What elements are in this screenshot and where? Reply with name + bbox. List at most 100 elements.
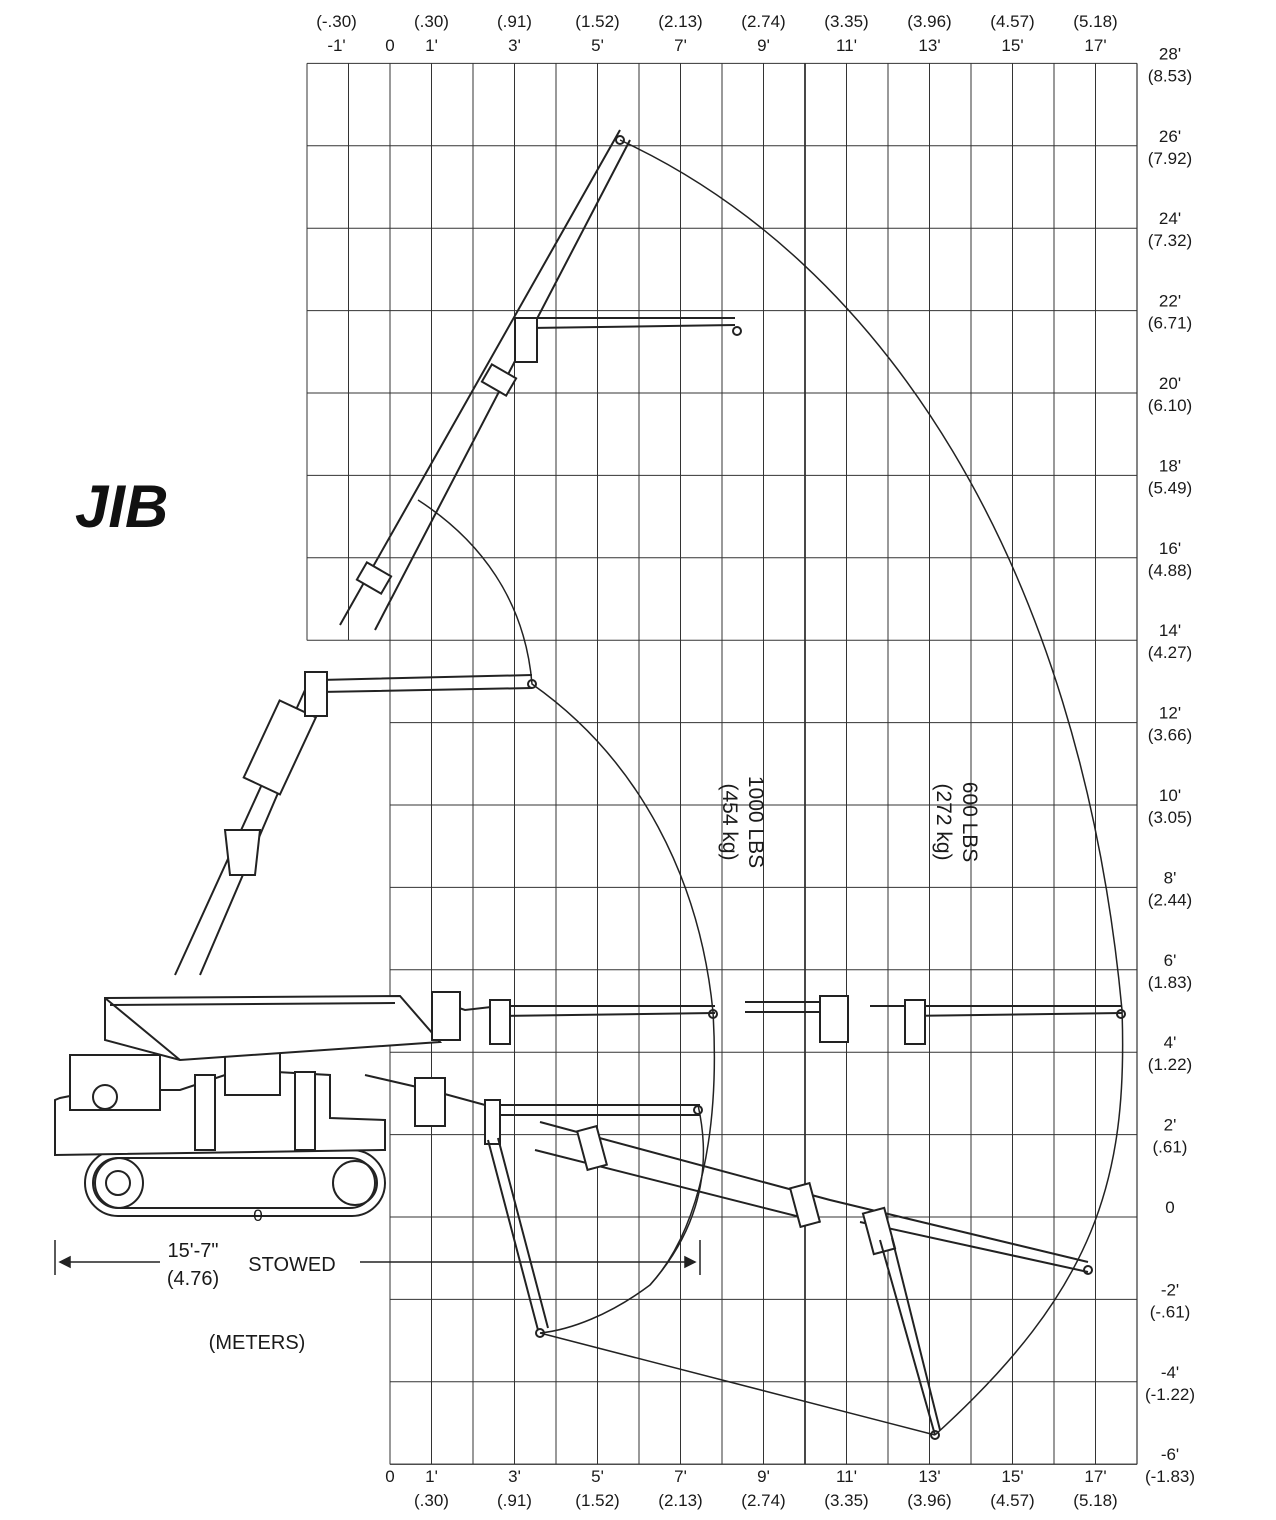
axis-bottom-ft-label: 1' (425, 1467, 438, 1486)
axis-top-ft-label: 11' (836, 36, 857, 55)
axis-bottom-ft-label: 11' (836, 1467, 857, 1486)
axis-bottom-m-label: (4.57) (990, 1491, 1034, 1510)
axis-top-ft-label: 1' (425, 36, 438, 55)
axis-bottom-ft-label: 5' (591, 1467, 604, 1486)
axis-top-m-label: (3.96) (907, 12, 951, 31)
axis-right-m-label: (3.66) (1148, 726, 1192, 745)
axis-top-ft-label: 0 (385, 36, 394, 55)
axis-right-ft-label: 16' (1159, 539, 1181, 558)
stowed-label: STOWED (248, 1254, 335, 1276)
axis-top-ft-label: 9' (757, 36, 770, 55)
boom-base (104, 994, 443, 1062)
axis-bottom-ft-label: 7' (674, 1467, 687, 1486)
axis-bottom-ft-label: 13' (918, 1467, 940, 1486)
axis-top-ft-label: 17' (1084, 36, 1106, 55)
inner-capacity-kg: (454 kg) (718, 783, 741, 860)
inner-envelope-curve (417, 499, 716, 1334)
axis-right-ft-label: 0 (1165, 1198, 1174, 1217)
axis-right-ft-label: -6' (1161, 1445, 1179, 1464)
axis-right-m-label: (1.22) (1148, 1055, 1192, 1074)
stowed-length-ft: 15'-7" (168, 1240, 219, 1262)
boom-horizontal (434, 999, 716, 1017)
stowed-length-m: (4.76) (167, 1268, 219, 1290)
mid-ellipse-arc (649, 1104, 705, 1286)
axis-right-m-label: (5.49) (1148, 478, 1192, 497)
axis-right-ft-label: 26' (1159, 127, 1181, 146)
axis-right-m-label: (-.61) (1150, 1302, 1191, 1321)
boom-horizontal-extended (745, 1001, 1123, 1017)
axis-right-m-label: (4.27) (1148, 643, 1192, 662)
jib-down-strut-2 (879, 1237, 941, 1436)
axis-right-m-label: (2.44) (1148, 890, 1192, 909)
zone-inner-label: 1000 LBS (454 kg) (718, 776, 767, 868)
zone-outer-label: 600 LBS (272 kg) (932, 782, 981, 863)
axis-top-m-label: (3.35) (824, 12, 868, 31)
axis-right-m-label: (8.53) (1148, 66, 1192, 85)
jib-down-strut (487, 1137, 549, 1331)
axis-top-m-label: (2.13) (658, 12, 702, 31)
axis-right-ft-label: -2' (1161, 1280, 1179, 1299)
axis-top-m-label: (.91) (497, 12, 532, 31)
axis-bottom-m-label: (3.96) (907, 1491, 951, 1510)
axis-right-m-label: (1.83) (1148, 973, 1192, 992)
inner-capacity-lbs: 1000 LBS (744, 776, 767, 868)
axis-right-ft-label: 24' (1159, 209, 1181, 228)
axis-right-ft-label: 4' (1164, 1033, 1177, 1052)
axis-bottom-m-label: (5.18) (1073, 1491, 1117, 1510)
axis-bottom-m-label: (.91) (497, 1491, 532, 1510)
axis-right-ft-label: 10' (1159, 786, 1181, 805)
lower-envelope-line (539, 1332, 936, 1436)
axis-bottom-m-label: (3.35) (824, 1491, 868, 1510)
axis-bottom-ft-label: 9' (757, 1467, 770, 1486)
stowed-dimension (54, 1240, 701, 1275)
axis-bottom-m-label: (2.74) (741, 1491, 785, 1510)
outer-capacity-lbs: 600 LBS (958, 782, 981, 863)
axis-right-m-label: (6.10) (1148, 396, 1192, 415)
drive-sprocket (92, 1157, 144, 1209)
outer-envelope-curve (619, 139, 1124, 1436)
diagram-title: JIB (75, 473, 168, 540)
axis-bottom-m-label: (2.13) (658, 1491, 702, 1510)
axis-right-ft-label: 6' (1164, 951, 1177, 970)
units-note: (METERS) (209, 1332, 306, 1354)
axis-right-ft-label: 12' (1159, 704, 1181, 723)
axis-right-ft-label: 8' (1164, 868, 1177, 887)
axis-bottom-ft-label: 15' (1001, 1467, 1023, 1486)
stowed-zero: 0 (253, 1206, 262, 1225)
axis-right-ft-label: 28' (1159, 44, 1181, 63)
axis-top-ft-label: 15' (1001, 36, 1023, 55)
axis-top-m-label: (1.52) (575, 12, 619, 31)
axis-top-m-label: (-.30) (316, 12, 357, 31)
axis-bottom-ft-label: 17' (1084, 1467, 1106, 1486)
reach-envelope (417, 139, 1124, 1436)
axis-bottom-ft-label: 0 (385, 1467, 394, 1486)
boom-angled-down (534, 1121, 1089, 1273)
axis-right-ft-label: 18' (1159, 456, 1181, 475)
axis-right-m-label: (-1.22) (1145, 1385, 1195, 1404)
axis-right-m-label: (.61) (1153, 1138, 1188, 1157)
axis-right: 28'(8.53)26'(7.92)24'(7.32)22'(6.71)20'(… (1145, 44, 1195, 1486)
axis-right-ft-label: 14' (1159, 621, 1181, 640)
outer-capacity-kg: (272 kg) (932, 783, 955, 860)
axis-top-ft-label: 7' (674, 36, 687, 55)
axis-right-ft-label: 20' (1159, 374, 1181, 393)
axis-top-m-label: (5.18) (1073, 12, 1117, 31)
axis-right-ft-label: 2' (1164, 1116, 1177, 1135)
boom-lowered (364, 1074, 700, 1116)
axis-top-m-label: (2.74) (741, 12, 785, 31)
axis-top-m-label: (.30) (414, 12, 449, 31)
axis-right-ft-label: 22' (1159, 292, 1181, 311)
axis-right-m-label: (4.88) (1148, 561, 1192, 580)
axis-right-m-label: (7.32) (1148, 231, 1192, 250)
axis-bottom-ft-label: 3' (508, 1467, 521, 1486)
axis-right-m-label: (-1.83) (1145, 1467, 1195, 1486)
boom-raised-mid (174, 674, 533, 976)
axis-right-m-label: (3.05) (1148, 808, 1192, 827)
axis-right-ft-label: -4' (1161, 1363, 1179, 1382)
axis-bottom-m-label: (.30) (414, 1491, 449, 1510)
chart-grid (306, 62, 1138, 1465)
crane-illustration (54, 129, 1126, 1440)
